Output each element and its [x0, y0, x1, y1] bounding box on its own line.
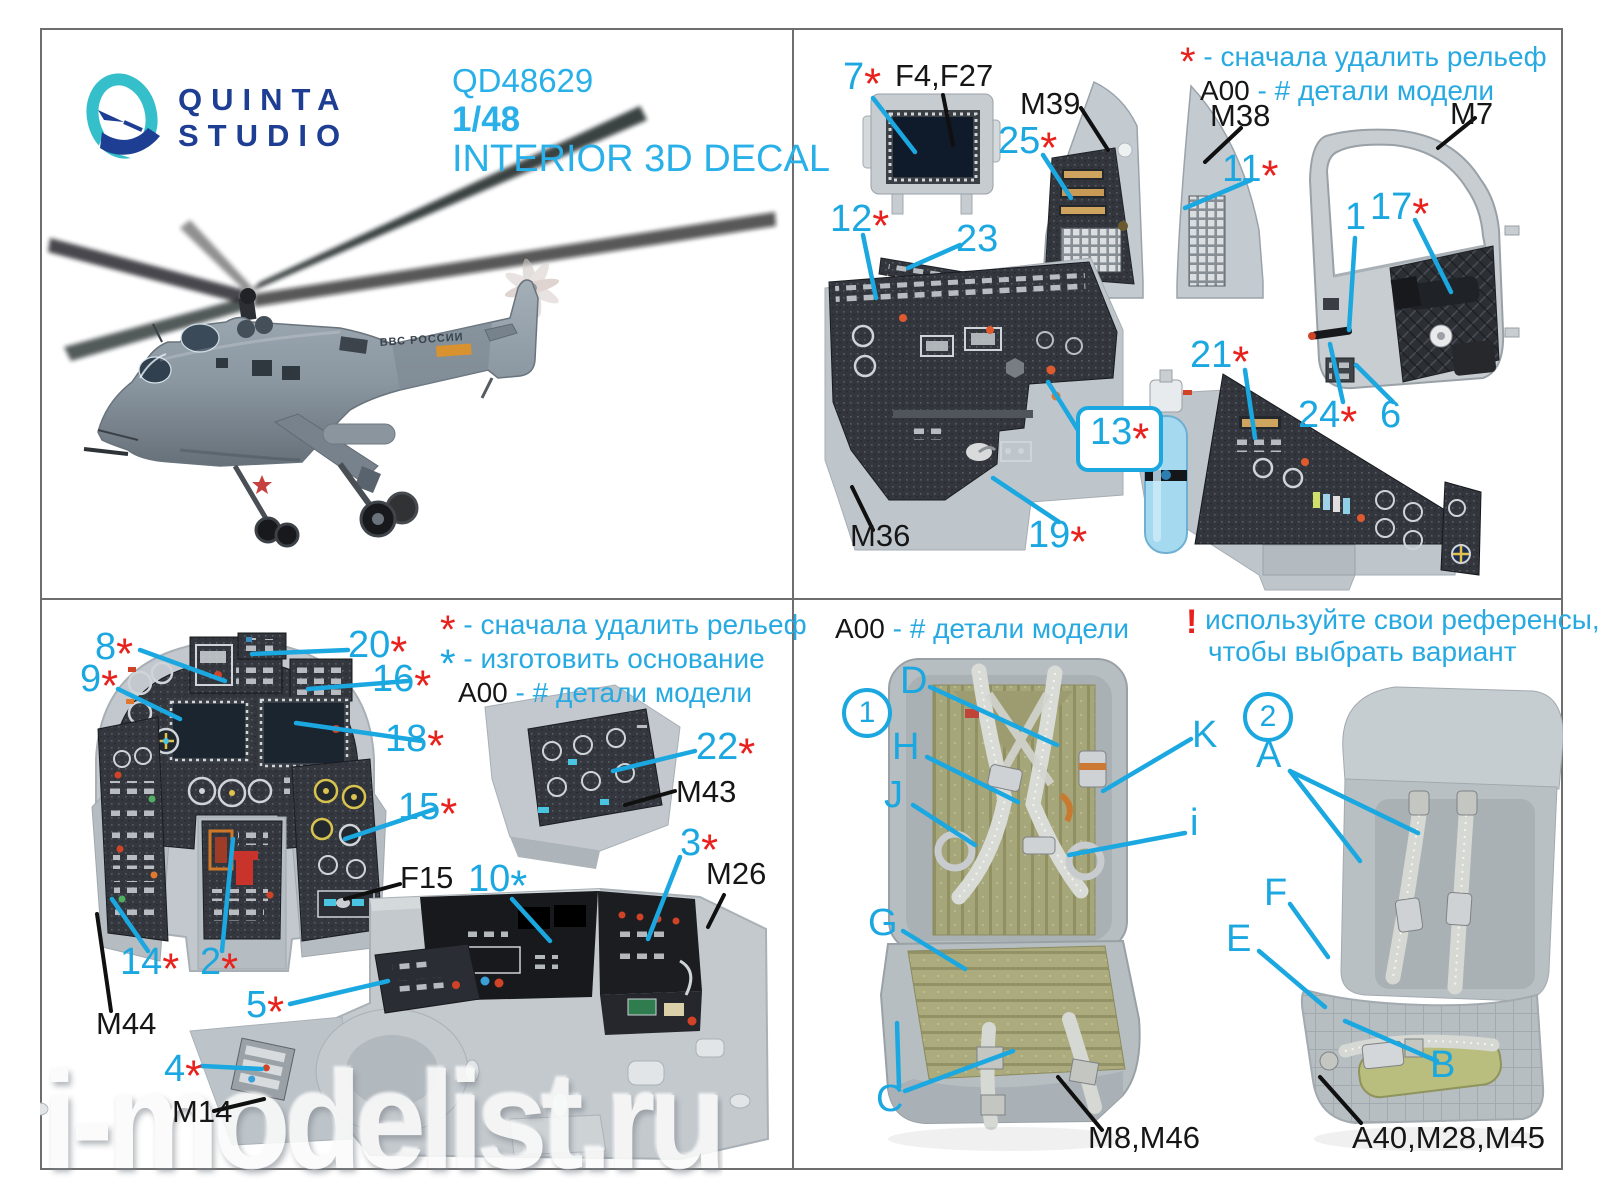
panel-m43-art — [484, 684, 681, 869]
variant-2-badge: 2 — [1243, 692, 1293, 742]
callout-i: i — [1190, 802, 1199, 844]
callout-15: 15* — [398, 786, 458, 839]
callout-K: K — [1192, 714, 1218, 756]
callout-B: B — [1430, 1044, 1456, 1086]
callout-11: 11* — [1222, 148, 1279, 201]
variant-1-badge: 1 — [842, 688, 892, 738]
seat-1-art — [879, 658, 1141, 1151]
callout-G: G — [868, 902, 898, 944]
part-label-f4-f27: F4,F27 — [895, 58, 994, 93]
note-a00-bottom-right: A00 - # детали модели — [835, 613, 1130, 644]
cockpit-parts-artwork-bottom-left — [40, 632, 770, 1161]
callout-7: 7* — [843, 56, 882, 109]
part-label-a40-m28-m45: A40,M28,M45 — [1352, 1120, 1545, 1155]
sheet-title: INTERIOR 3D DECAL — [452, 138, 830, 180]
callout-20: 20* — [348, 624, 408, 677]
brand-name-bottom: STUDIO — [178, 118, 350, 153]
legend-remove-relief: * - сначала удалить рельеф — [1180, 40, 1547, 84]
callout-6: 6 — [1380, 394, 1402, 436]
part-label-f15: F15 — [400, 860, 454, 895]
callout-23: 23 — [956, 218, 999, 260]
main-panel-art — [91, 632, 387, 972]
red-asterisk-icon: * — [1180, 40, 1196, 84]
display-unit-art — [862, 93, 1001, 215]
panel-4-art — [230, 1037, 296, 1101]
callout-14: 14* — [120, 941, 180, 994]
callout-24: 24* — [1298, 394, 1358, 447]
part-label-m8-m46: M8,M46 — [1088, 1120, 1200, 1155]
quinta-logo-icon — [86, 73, 164, 162]
part-label-m39: M39 — [1020, 86, 1081, 121]
part-label-m7: M7 — [1450, 96, 1494, 131]
cockpit-parts-artwork-top-right — [824, 80, 1520, 591]
legend-make-base: * - изготовить основание — [440, 642, 765, 686]
cyan-asterisk-icon: * — [440, 642, 456, 686]
legend-top-right: * - сначала удалить рельеф A00 - # детал… — [1180, 40, 1547, 108]
red-asterisk-icon: * — [440, 608, 456, 652]
legend-a00-2: A00 - # детали модели — [457, 677, 752, 708]
part-label-m26: M26 — [706, 856, 767, 891]
helicopter-photo: ВВС РОССИИ — [48, 106, 776, 548]
callout-C: C — [876, 1078, 904, 1120]
callout-5: 5* — [246, 984, 285, 1037]
door-m7-art — [1308, 128, 1520, 390]
part-label-m43: M43 — [676, 774, 737, 809]
floor-tub-art — [40, 887, 770, 1161]
red-exclamation-icon: ! — [1186, 603, 1198, 641]
callout-18: 18* — [385, 718, 445, 771]
callout-13-boxed: 13* — [1076, 406, 1164, 473]
callout-F: F — [1264, 872, 1288, 914]
callout-4: 4* — [164, 1048, 203, 1101]
legend-bottom-left: * - сначала удалить рельеф * - изготовит… — [440, 608, 807, 710]
legend-remove-relief-2: * - сначала удалить рельеф — [440, 608, 807, 652]
callout-H: H — [892, 726, 920, 768]
callout-22: 22* — [696, 726, 756, 779]
callout-D: D — [900, 660, 928, 702]
callout-9: 9* — [80, 658, 119, 711]
fuselage-marking: ВВС РОССИИ — [379, 331, 464, 349]
callout-1: 1 — [1345, 196, 1367, 238]
callout-2: 2* — [200, 941, 239, 994]
legend-a00: A00 - # детали модели — [1199, 75, 1494, 106]
callout-17: 17* — [1370, 186, 1430, 239]
callout-J: J — [884, 774, 903, 816]
part-label-m14: M14 — [172, 1094, 233, 1129]
quadrant-divider-horizontal — [40, 598, 1561, 600]
part-label-m36: M36 — [850, 518, 911, 553]
callout-19: 19* — [1028, 514, 1088, 567]
note-use-references: ! используйте свои референсы, чтобы выбр… — [1186, 603, 1600, 667]
callout-3: 3* — [680, 822, 719, 875]
product-code: QD48629 — [452, 62, 594, 99]
scale-label: 1/48 — [452, 100, 521, 139]
callout-10: 10* — [468, 858, 528, 911]
part-label-m38: M38 — [1210, 98, 1271, 133]
callout-21: 21* — [1190, 334, 1250, 387]
callout-12: 12* — [830, 198, 890, 251]
part-label-m44: M44 — [96, 1006, 157, 1041]
callout-16: 16* — [372, 658, 432, 711]
callout-13: 13* — [1090, 411, 1150, 464]
console-oxygen-art — [1134, 369, 1482, 591]
brand-name-top: QUINTA — [178, 82, 349, 117]
callout-8: 8* — [95, 626, 134, 679]
callout-E: E — [1226, 918, 1252, 960]
callout-25: 25* — [998, 120, 1058, 173]
console-m36-art — [824, 257, 1124, 551]
callout-A: A — [1256, 734, 1282, 776]
